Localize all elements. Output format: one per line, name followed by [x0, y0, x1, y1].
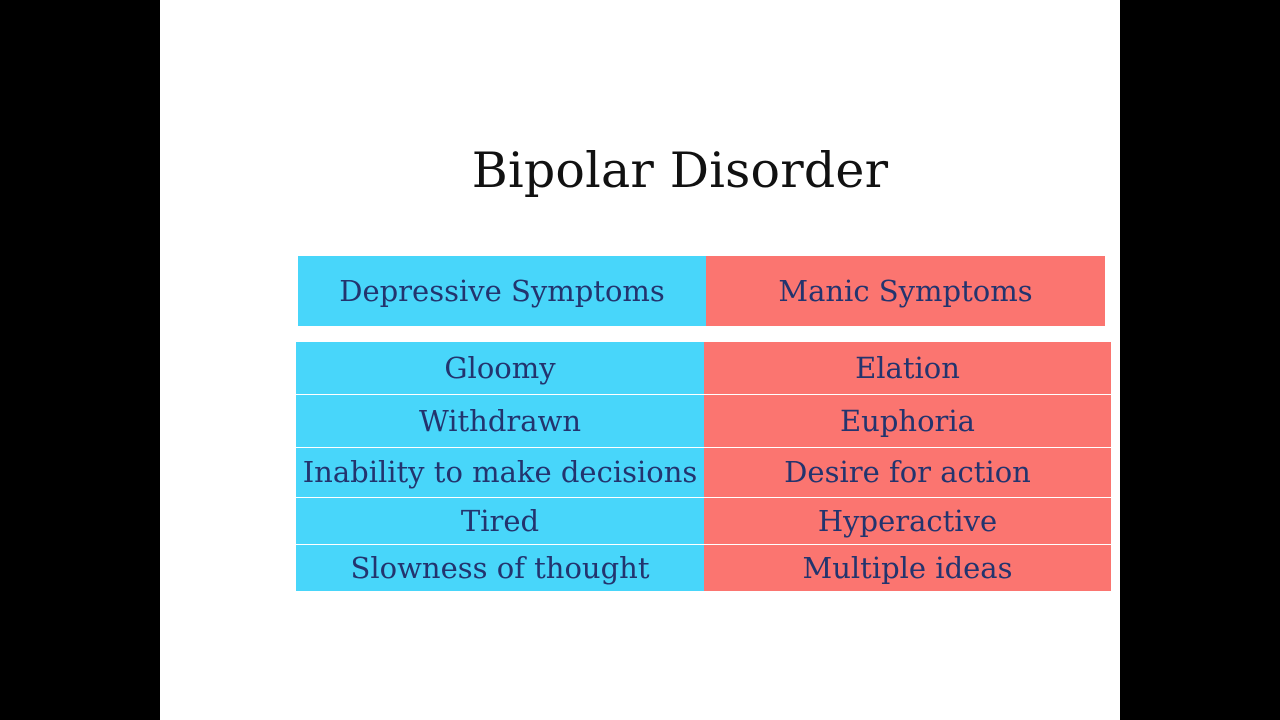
- depressive-cell: Slowness of thought: [296, 544, 704, 592]
- table-row: Inability to make decisions Desire for a…: [296, 447, 1111, 497]
- manic-cell: Euphoria: [704, 395, 1111, 448]
- header-manic-symptoms: Manic Symptoms: [706, 256, 1105, 326]
- table-row: Gloomy Elation: [296, 342, 1111, 395]
- manic-cell: Desire for action: [704, 448, 1111, 497]
- table-header-row: Depressive Symptoms Manic Symptoms: [298, 256, 1105, 326]
- symptoms-table: Gloomy Elation Withdrawn Euphoria Inabil…: [296, 342, 1111, 592]
- table-row: Slowness of thought Multiple ideas: [296, 543, 1111, 592]
- table-row: Withdrawn Euphoria: [296, 394, 1111, 448]
- depressive-cell: Tired: [296, 497, 704, 544]
- manic-cell: Elation: [704, 342, 1111, 395]
- depressive-cell: Withdrawn: [296, 395, 704, 448]
- slide-title: Bipolar Disorder: [471, 142, 889, 199]
- slide: Bipolar Disorder Depressive Symptoms Man…: [160, 0, 1120, 720]
- manic-cell: Multiple ideas: [704, 544, 1111, 592]
- header-depressive-symptoms: Depressive Symptoms: [298, 256, 706, 326]
- depressive-cell: Inability to make decisions: [296, 448, 704, 497]
- depressive-cell: Gloomy: [296, 342, 704, 395]
- table-row: Tired Hyperactive: [296, 496, 1111, 544]
- manic-cell: Hyperactive: [704, 497, 1111, 544]
